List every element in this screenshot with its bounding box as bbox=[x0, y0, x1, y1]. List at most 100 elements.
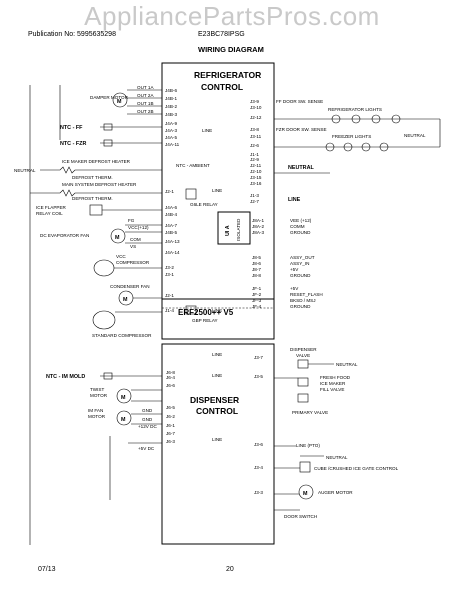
pin-label: J2-11 bbox=[250, 163, 262, 168]
svg-text:G6LE RELAY: G6LE RELAY bbox=[190, 202, 218, 207]
pin-label: J3-1 bbox=[165, 272, 174, 277]
pin-label: J3-3 bbox=[254, 490, 263, 495]
svg-text:AUGER MOTOR: AUGER MOTOR bbox=[318, 490, 353, 495]
pin-label: J3-2 bbox=[165, 265, 174, 270]
power-board-label: ERF2500++ V5 bbox=[178, 308, 234, 317]
svg-text:ASSY_IN: ASSY_IN bbox=[290, 261, 309, 266]
dispenser-control-board bbox=[161, 343, 275, 545]
right-connectors: J3-9 J3-10 J2-12 J3-8 J3-11 J2-6 J1-1 J2… bbox=[250, 99, 264, 309]
svg-text:DEFROST THERM.: DEFROST THERM. bbox=[72, 175, 113, 180]
pin-label: J3-15 bbox=[250, 175, 262, 180]
svg-text:STANDARD COMPRESSOR: STANDARD COMPRESSOR bbox=[92, 333, 152, 338]
svg-text:LINE: LINE bbox=[212, 437, 222, 442]
svg-text:COMM: COMM bbox=[290, 224, 305, 229]
svg-text:M: M bbox=[115, 235, 120, 241]
svg-text:FREEZER LIGHTS: FREEZER LIGHTS bbox=[332, 134, 371, 139]
svg-text:VALVE: VALVE bbox=[296, 353, 310, 358]
svg-text:VCC: VCC bbox=[116, 254, 126, 259]
svg-text:BKSD / MSJ: BKSD / MSJ bbox=[290, 298, 316, 303]
pin-label: J4A-5 bbox=[165, 135, 177, 140]
svg-text:NTC - IM MOLD: NTC - IM MOLD bbox=[46, 374, 85, 380]
svg-text:FRESH FOOD: FRESH FOOD bbox=[320, 375, 351, 380]
relays: LINE G6LE RELAY LINE GBP RELAY NTC - AMB… bbox=[176, 128, 222, 323]
dispenser-left-components: NTC - IM MOLD TWIST MOTOR M IM FAN MOTOR… bbox=[46, 372, 162, 500]
diagram-title: WIRING DIAGRAM bbox=[198, 45, 264, 54]
svg-text:+5V DC: +5V DC bbox=[138, 446, 155, 451]
svg-text:NTC - AMBIENT: NTC - AMBIENT bbox=[176, 163, 210, 168]
standard-compressor: STANDARD COMPRESSOR bbox=[92, 310, 162, 338]
svg-text:GBP RELAY: GBP RELAY bbox=[192, 318, 218, 323]
pin-label: J3-16 bbox=[250, 181, 262, 186]
pin-label: J4B-3 bbox=[165, 112, 177, 117]
pin-label: J8-6 bbox=[252, 261, 261, 266]
svg-text:IM FAN: IM FAN bbox=[88, 408, 103, 413]
pin-label: J3-8 bbox=[250, 127, 259, 132]
pin-label: J2-9 bbox=[250, 157, 259, 162]
dispenser-control-title-2: CONTROL bbox=[196, 406, 238, 416]
pin-label: J3-9 bbox=[250, 99, 259, 104]
pin-label: J3-7 bbox=[254, 355, 263, 360]
pin-label: J6-7 bbox=[166, 431, 175, 436]
svg-text:M: M bbox=[123, 297, 128, 303]
model-number: E23BC78IPSG bbox=[198, 31, 245, 38]
svg-text:VS: VS bbox=[130, 244, 136, 249]
pin-label: J8A-3 bbox=[252, 230, 264, 235]
svg-text:+12V DC: +12V DC bbox=[138, 424, 157, 429]
pin-label: J6-1 bbox=[166, 423, 175, 428]
pin-label: J4A-9 bbox=[165, 121, 177, 126]
pin-label: J4B-2 bbox=[165, 104, 177, 109]
pin-label: J2-12 bbox=[250, 115, 262, 120]
ntc-sensors: NTC - FF NTC - FZR bbox=[60, 123, 162, 147]
pin-label: J8A-2 bbox=[252, 224, 264, 229]
pin-label: J4A-14 bbox=[165, 250, 180, 255]
svg-text:RELAY COIL: RELAY COIL bbox=[36, 211, 63, 216]
pin-label: J6-2 bbox=[166, 414, 175, 419]
pin-label: JF-4 bbox=[252, 304, 262, 309]
svg-text:REFRIGERATOR LIGHTS: REFRIGERATOR LIGHTS bbox=[328, 107, 382, 112]
svg-text:GND: GND bbox=[142, 417, 153, 422]
pin-label: J4B-5 bbox=[165, 230, 177, 235]
defrost-heaters: ICE MAKER DEFROST HEATER NEUTRAL DEFROST… bbox=[14, 159, 162, 201]
svg-text:ICE FLAPPER: ICE FLAPPER bbox=[36, 205, 67, 210]
svg-text:OUT 1B: OUT 1B bbox=[137, 101, 154, 106]
pin-label: J6-6 bbox=[166, 383, 175, 388]
svg-text:M: M bbox=[121, 417, 126, 423]
svg-text:MAIN SYSTEM DEFROST HEATER: MAIN SYSTEM DEFROST HEATER bbox=[62, 182, 137, 187]
ice-flapper-relay: ICE FLAPPER RELAY COIL bbox=[36, 204, 162, 216]
pin-label: JF-1 bbox=[252, 286, 262, 291]
pin-label: J6-4 bbox=[166, 375, 175, 380]
pin-label: J4A-6 bbox=[165, 205, 177, 210]
svg-text:NTC - FZR: NTC - FZR bbox=[60, 141, 86, 147]
svg-text:LINE: LINE bbox=[288, 197, 301, 203]
pin-label: J4A-7 bbox=[165, 223, 177, 228]
pin-label: J2-7 bbox=[250, 199, 259, 204]
svg-text:DEFROST THERM.: DEFROST THERM. bbox=[72, 196, 113, 201]
footer-date: 07/13 bbox=[38, 566, 56, 573]
svg-text:DISPENSER: DISPENSER bbox=[290, 347, 317, 352]
ui-label: UI A bbox=[225, 225, 231, 236]
dispenser-control-title-1: DISPENSER bbox=[190, 395, 239, 405]
ui-isolated-box bbox=[217, 211, 251, 245]
svg-text:GROUND: GROUND bbox=[290, 273, 311, 278]
svg-text:NEUTRAL: NEUTRAL bbox=[14, 168, 36, 173]
pin-label: J4B-1 bbox=[165, 96, 177, 101]
svg-text:OUT 2B: OUT 2B bbox=[137, 109, 154, 114]
svg-text:FF DOOR SW. SENSE: FF DOOR SW. SENSE bbox=[276, 99, 323, 104]
dc-evaporator-fan: DC EVAPORATOR FAN M FG VCC(+12) COM VS bbox=[40, 218, 162, 249]
svg-text:ICE MAKER DEFROST HEATER: ICE MAKER DEFROST HEATER bbox=[62, 159, 131, 164]
svg-text:LINE: LINE bbox=[212, 352, 222, 357]
svg-text:NEUTRAL: NEUTRAL bbox=[326, 455, 348, 460]
lights-section: FF DOOR SW. SENSE REFRIGERATOR LIGHTS FZ… bbox=[274, 99, 441, 203]
pin-label: J4B-4 bbox=[165, 212, 177, 217]
svg-text:NEUTRAL: NEUTRAL bbox=[336, 362, 358, 367]
isolated-label: ISOLATED bbox=[236, 218, 241, 241]
svg-text:CUBE /CRUSHED ICE GATE CONTROL: CUBE /CRUSHED ICE GATE CONTROL bbox=[314, 466, 399, 471]
svg-text:FZR DOOR SW. SENSE: FZR DOOR SW. SENSE bbox=[276, 127, 327, 132]
watermark: AppliancePartsPros.com bbox=[84, 1, 380, 31]
pin-label: J3-5 bbox=[254, 374, 263, 379]
svg-text:ASSY_OUT: ASSY_OUT bbox=[290, 255, 315, 260]
svg-text:GND: GND bbox=[142, 408, 153, 413]
refrigerator-control-board bbox=[161, 62, 275, 340]
ui-signals: VEE (+12) COMM GROUND ASSY_OUT ASSY_IN +… bbox=[290, 218, 323, 309]
